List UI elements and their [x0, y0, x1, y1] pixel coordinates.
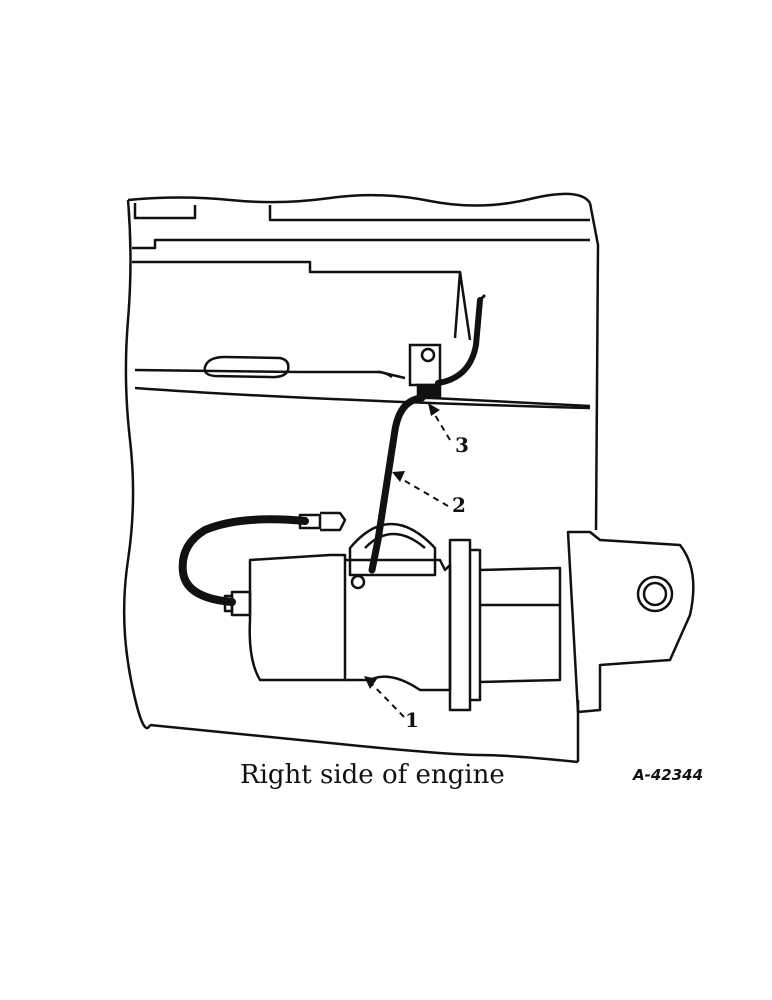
callout-1: 1	[405, 708, 419, 732]
figure-caption: Right side of engine	[240, 760, 505, 790]
engine-block-outline	[122, 192, 600, 764]
callout-arrowheads	[364, 403, 440, 689]
callout-2: 2	[452, 493, 466, 517]
callout-3: 3	[455, 433, 469, 457]
starter-motor	[223, 511, 695, 714]
callout-leaders	[369, 409, 451, 718]
terminal-bracket	[408, 343, 442, 400]
starter-cables	[178, 294, 486, 606]
figure-id: A-42344	[632, 766, 703, 784]
